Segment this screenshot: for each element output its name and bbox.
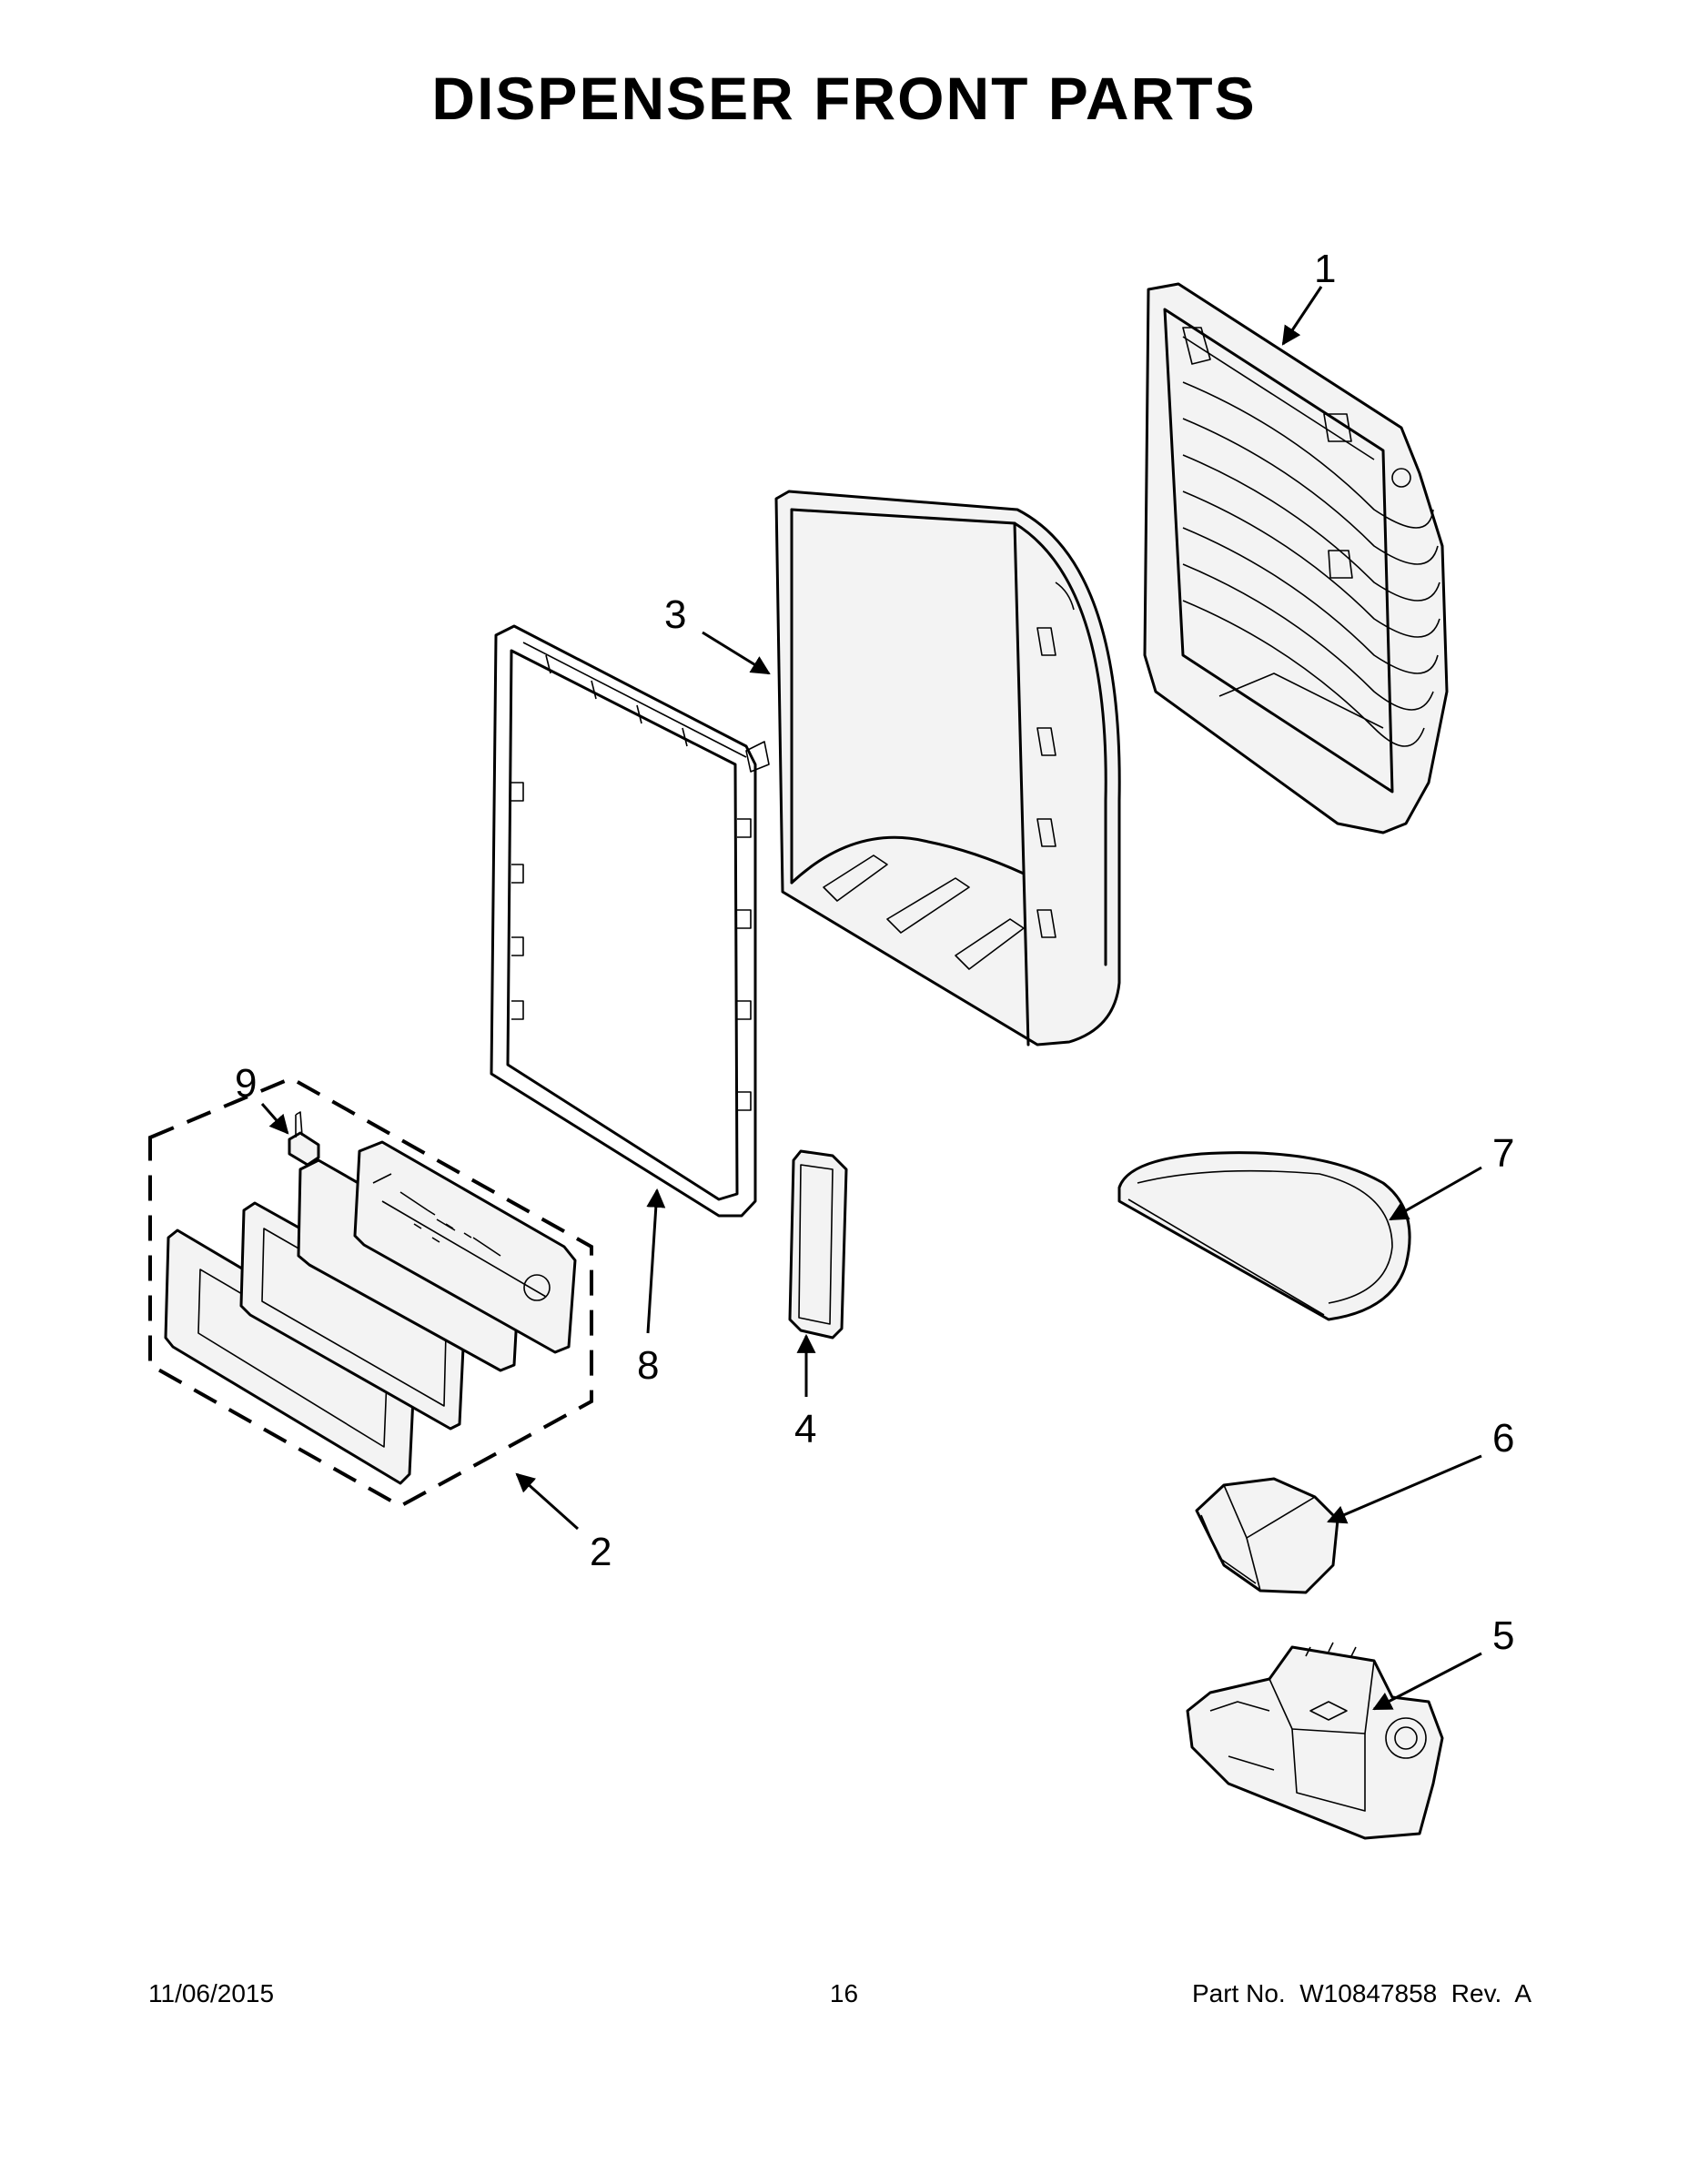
page-title: DISPENSER FRONT PARTS [431,65,1257,132]
callout-5: 5 [1492,1613,1514,1658]
part-5-mechanism [1186,1642,1444,1840]
callout-6: 6 [1492,1416,1514,1461]
leader-8 [646,1188,666,1334]
callout-9: 9 [235,1061,257,1106]
part-4-pad [788,1149,848,1340]
leader-6 [1327,1454,1482,1524]
footer-part-number: Part No. W10847858 Rev. A [1191,1979,1531,2007]
footer-date: 11/06/2015 [148,1979,275,2007]
part-9-connector [288,1111,320,1167]
leader-2 [515,1472,580,1531]
callout-2: 2 [590,1530,612,1574]
part-3-dispenser-liner [774,490,1121,1046]
part-8-dispenser-frame [490,624,770,1218]
leader-9 [260,1103,289,1135]
part-1-dispenser-housing [1143,282,1449,834]
leader-7 [1389,1166,1482,1221]
leader-3 [702,631,771,675]
callout-1: 1 [1314,247,1336,291]
part-2-user-interface [164,1140,577,1485]
leader-5 [1372,1652,1482,1711]
part-2-assembly-group [148,1076,593,1509]
callout-7: 7 [1492,1131,1514,1176]
part-7-tray [1117,1151,1411,1321]
footer-page-number: 16 [829,1979,859,2007]
callout-3: 3 [664,592,686,637]
callout-8: 8 [637,1343,659,1388]
part-6-chute [1195,1477,1339,1594]
callout-4: 4 [794,1407,816,1451]
leader-1 [1281,286,1323,346]
